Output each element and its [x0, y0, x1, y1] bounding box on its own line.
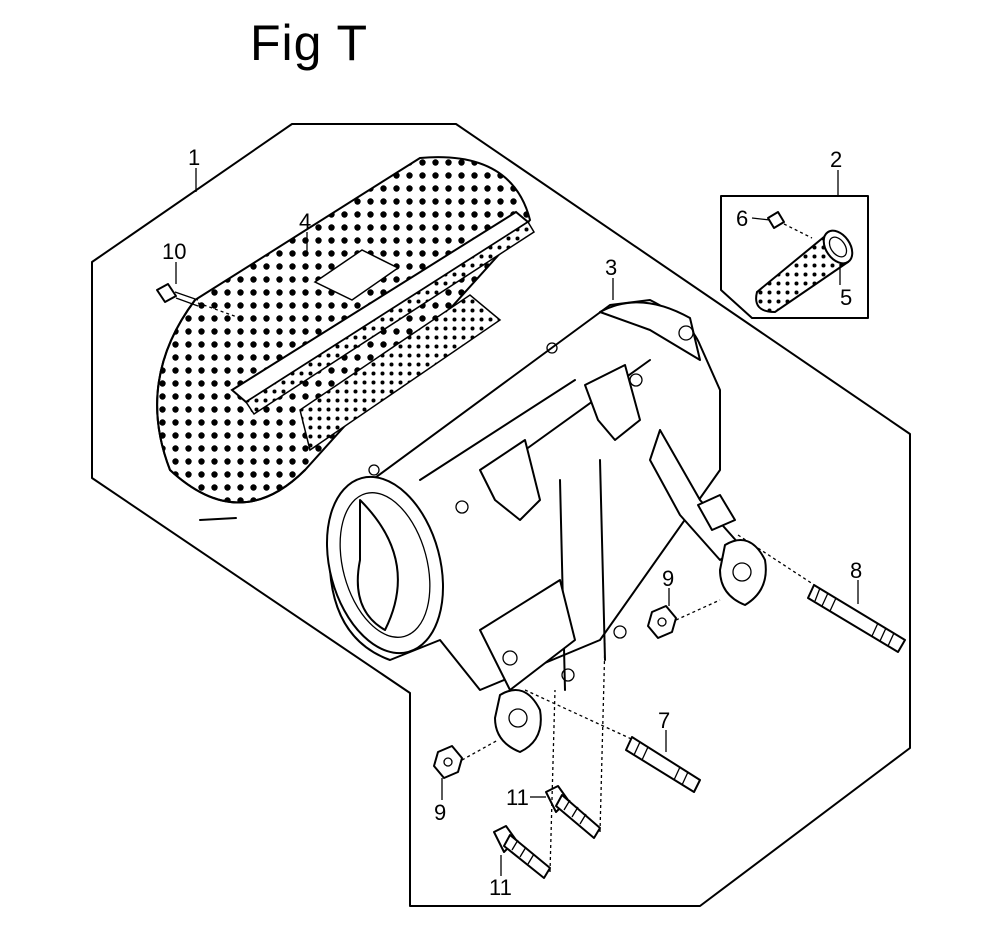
stud-bolt [524, 689, 701, 793]
nut [433, 739, 499, 779]
spark-arrester [755, 229, 854, 314]
figure-title: Fig T [250, 15, 368, 71]
muffler-body [325, 299, 767, 753]
callout-9a: 9 [662, 566, 674, 591]
callout-2: 2 [830, 147, 842, 172]
muffler-protector [156, 156, 536, 521]
callout-7: 7 [658, 708, 670, 733]
callout-3: 3 [605, 255, 617, 280]
nut [647, 599, 721, 639]
callout-4: 4 [299, 209, 311, 234]
callout-10: 10 [162, 239, 186, 264]
assembly-outline [91, 123, 911, 907]
callout-11b: 11 [489, 875, 512, 900]
callout-5: 5 [840, 285, 852, 310]
callout-11a: 11 [506, 785, 529, 810]
flange-bolt [545, 639, 606, 839]
screw [767, 211, 813, 239]
callout-8: 8 [850, 558, 862, 583]
kit-outline [720, 195, 869, 319]
flange-bolt [493, 689, 556, 879]
bolt [156, 283, 241, 319]
callouts: 1 2 3 4 5 6 7 8 9 9 10 11 11 [162, 145, 862, 900]
callout-9b: 9 [434, 800, 446, 825]
callout-1: 1 [188, 145, 200, 170]
stud-bolt [737, 534, 906, 653]
callout-6: 6 [736, 206, 748, 231]
leader-lines [175, 168, 859, 876]
